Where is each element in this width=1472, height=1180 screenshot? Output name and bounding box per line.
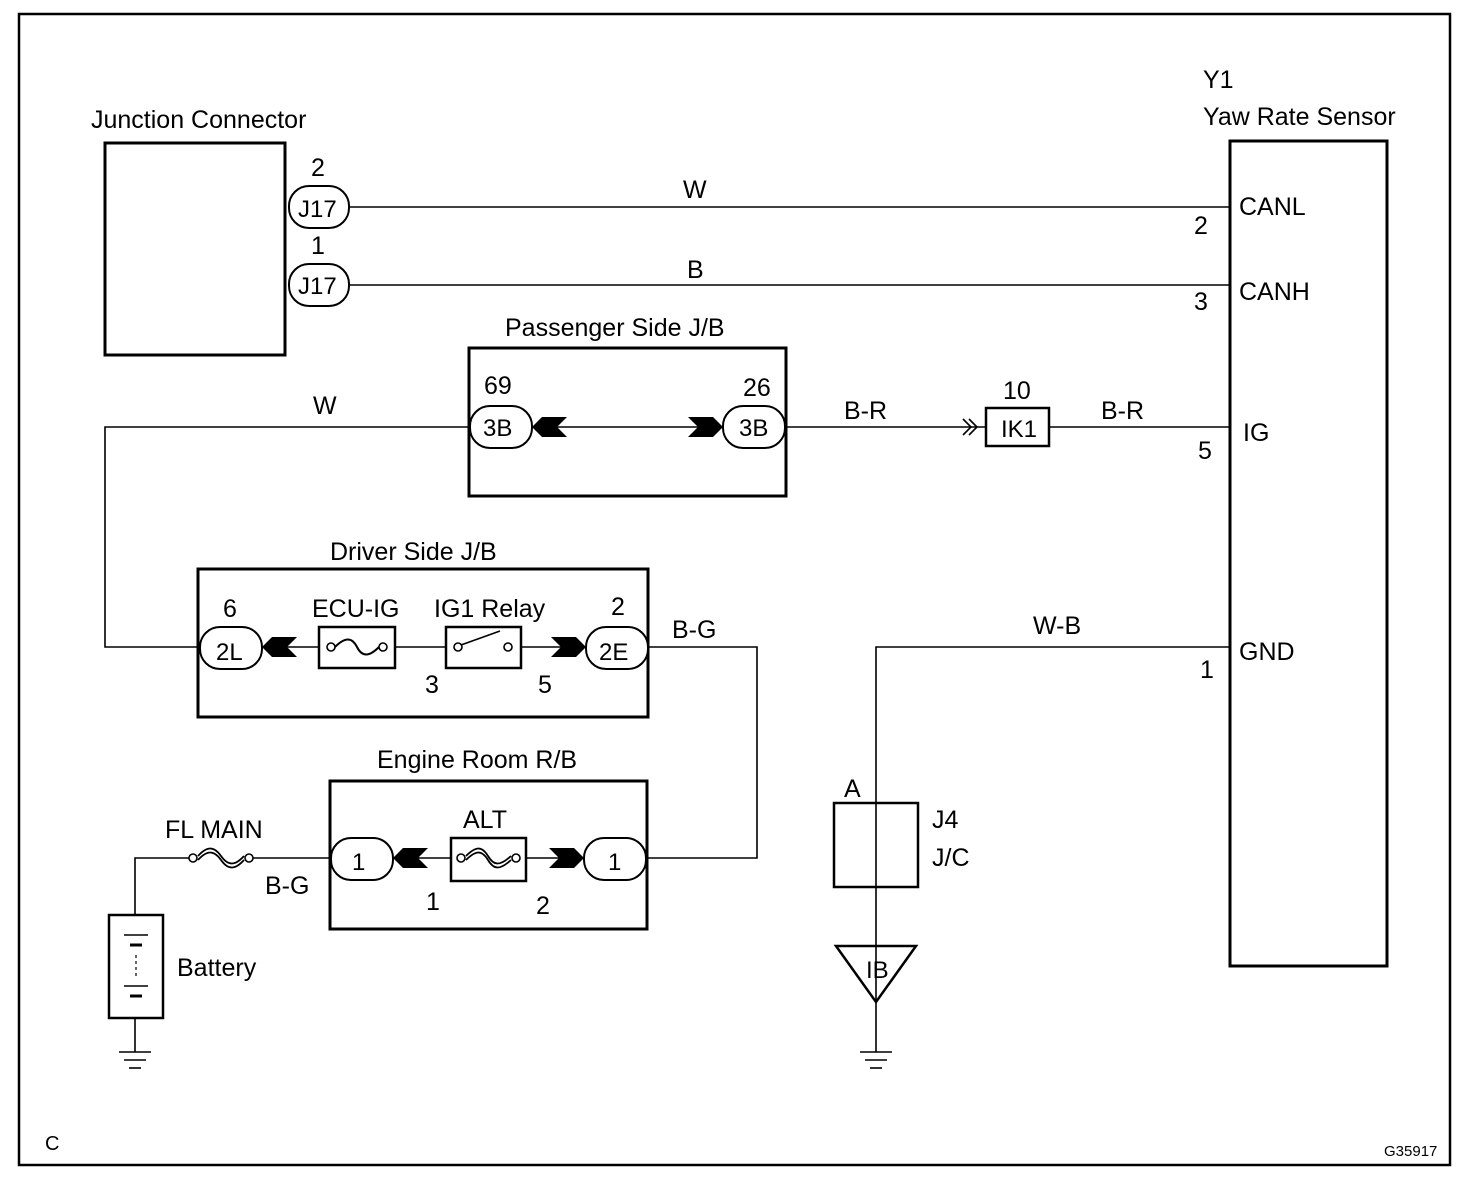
fl-main-terminal-left	[188, 853, 198, 863]
relay-pin-left: 3	[425, 671, 439, 699]
gnd-wire-color: W-B	[1033, 612, 1081, 640]
bg-wire-djb-erb	[646, 646, 758, 859]
djb-left-connector	[199, 626, 263, 670]
pjb-out-wire-color: B-R	[844, 397, 887, 425]
erb-left-connector	[330, 837, 394, 881]
pjb-right-pin: 26	[743, 374, 771, 402]
djb-left-pin: 6	[223, 595, 237, 623]
alt-terminal-left	[456, 853, 466, 863]
sensor-canl-pin: 2	[1194, 212, 1208, 240]
jc-pin: A	[844, 775, 861, 803]
sensor-ig-label: IG	[1243, 419, 1269, 447]
pjb-left-label: 3B	[483, 415, 512, 442]
j17-top-label: J17	[298, 196, 337, 223]
erb-left-terminal	[393, 848, 428, 868]
wb-ground-wire	[875, 646, 1230, 1052]
canl-wire-color: W	[683, 176, 707, 204]
sensor-name: Yaw Rate Sensor	[1203, 103, 1396, 131]
erb-right-label: 1	[608, 849, 621, 876]
battery-wire-up	[134, 857, 190, 915]
sensor-canl-label: CANL	[1239, 193, 1306, 221]
sensor-canh-pin: 3	[1194, 288, 1208, 316]
sensor-gnd-pin: 1	[1200, 656, 1214, 684]
ik1-arrow-inner	[968, 418, 979, 436]
ik1-out-wire-color: B-R	[1101, 397, 1144, 425]
pjb-left-terminal	[532, 417, 567, 437]
fl-main-fuse-symbol	[197, 847, 245, 869]
battery-box	[107, 913, 165, 1020]
sensor-ig-pin: 5	[1198, 437, 1212, 465]
relay-pin-right: 5	[538, 671, 552, 699]
sensor-gnd-label: GND	[1239, 638, 1295, 666]
driver-jb-label: Driver Side J/B	[330, 538, 497, 566]
sensor-canh-label: CANH	[1239, 278, 1310, 306]
sensor-id: Y1	[1203, 66, 1234, 94]
djb-left-terminal	[262, 637, 297, 657]
erb-right-terminal	[549, 848, 584, 868]
alt-pin-left: 1	[426, 888, 440, 916]
jc-name: J/C	[932, 844, 970, 872]
ig1-relay-terminal-right	[503, 642, 513, 652]
engine-rb-label: Engine Room R/B	[377, 746, 577, 774]
yaw-rate-sensor-box	[1228, 139, 1389, 968]
diagram-frame	[17, 12, 1452, 1167]
ecu-ig-terminal-left	[326, 642, 336, 652]
pjb-left-pin: 69	[484, 372, 512, 400]
j17-top-pin: 2	[311, 154, 325, 182]
ig1-relay-label: IG1 Relay	[434, 595, 546, 623]
ib-ground-label: IB	[866, 957, 889, 984]
corner-letter: C	[45, 1133, 59, 1155]
ik1-connector	[984, 406, 1051, 448]
ecu-ig-terminal-right	[378, 642, 388, 652]
ecu-ig-fuse-symbol	[334, 638, 380, 656]
djb-right-terminal	[551, 637, 586, 657]
pjb-in-wire-color: W	[313, 392, 337, 420]
pjb-right-terminal	[688, 417, 723, 437]
w-wire-pjb-djb	[104, 426, 470, 648]
junction-connector-box	[103, 141, 287, 357]
battery-label: Battery	[177, 954, 257, 982]
j4-junction-box	[832, 801, 920, 889]
alt-fuse-symbol	[465, 847, 512, 869]
canh-wire-color: B	[687, 256, 704, 284]
alt-terminal-right	[511, 853, 521, 863]
erb-right-connector	[583, 837, 647, 881]
passenger-jb-label: Passenger Side J/B	[505, 314, 725, 342]
ik1-pin: 10	[1003, 377, 1031, 405]
ecu-ig-label: ECU-IG	[312, 595, 400, 623]
djb-left-label: 2L	[216, 639, 243, 666]
battery-wire-color: B-G	[265, 872, 309, 900]
djb-out-wire-color: B-G	[672, 616, 716, 644]
djb-right-connector	[585, 626, 649, 670]
junction-connector-label: Junction Connector	[91, 106, 306, 134]
jc-id: J4	[932, 806, 959, 834]
djb-right-label: 2E	[599, 639, 628, 666]
ik1-label: IK1	[1001, 416, 1037, 443]
ig1-relay-terminal-left	[453, 642, 463, 652]
figure-code: G35917	[1384, 1143, 1437, 1160]
djb-right-pin: 2	[611, 593, 625, 621]
erb-left-label: 1	[352, 849, 365, 876]
ik1-arrow-outer	[962, 418, 973, 436]
fl-main-terminal-right	[244, 853, 254, 863]
ig1-relay-contact	[460, 630, 501, 646]
fl-main-label: FL MAIN	[165, 816, 263, 844]
alt-pin-right: 2	[536, 892, 550, 920]
pjb-right-label: 3B	[739, 415, 768, 442]
j17-bottom-pin: 1	[311, 232, 325, 260]
alt-label: ALT	[463, 806, 507, 834]
j17-bottom-label: J17	[298, 273, 337, 300]
